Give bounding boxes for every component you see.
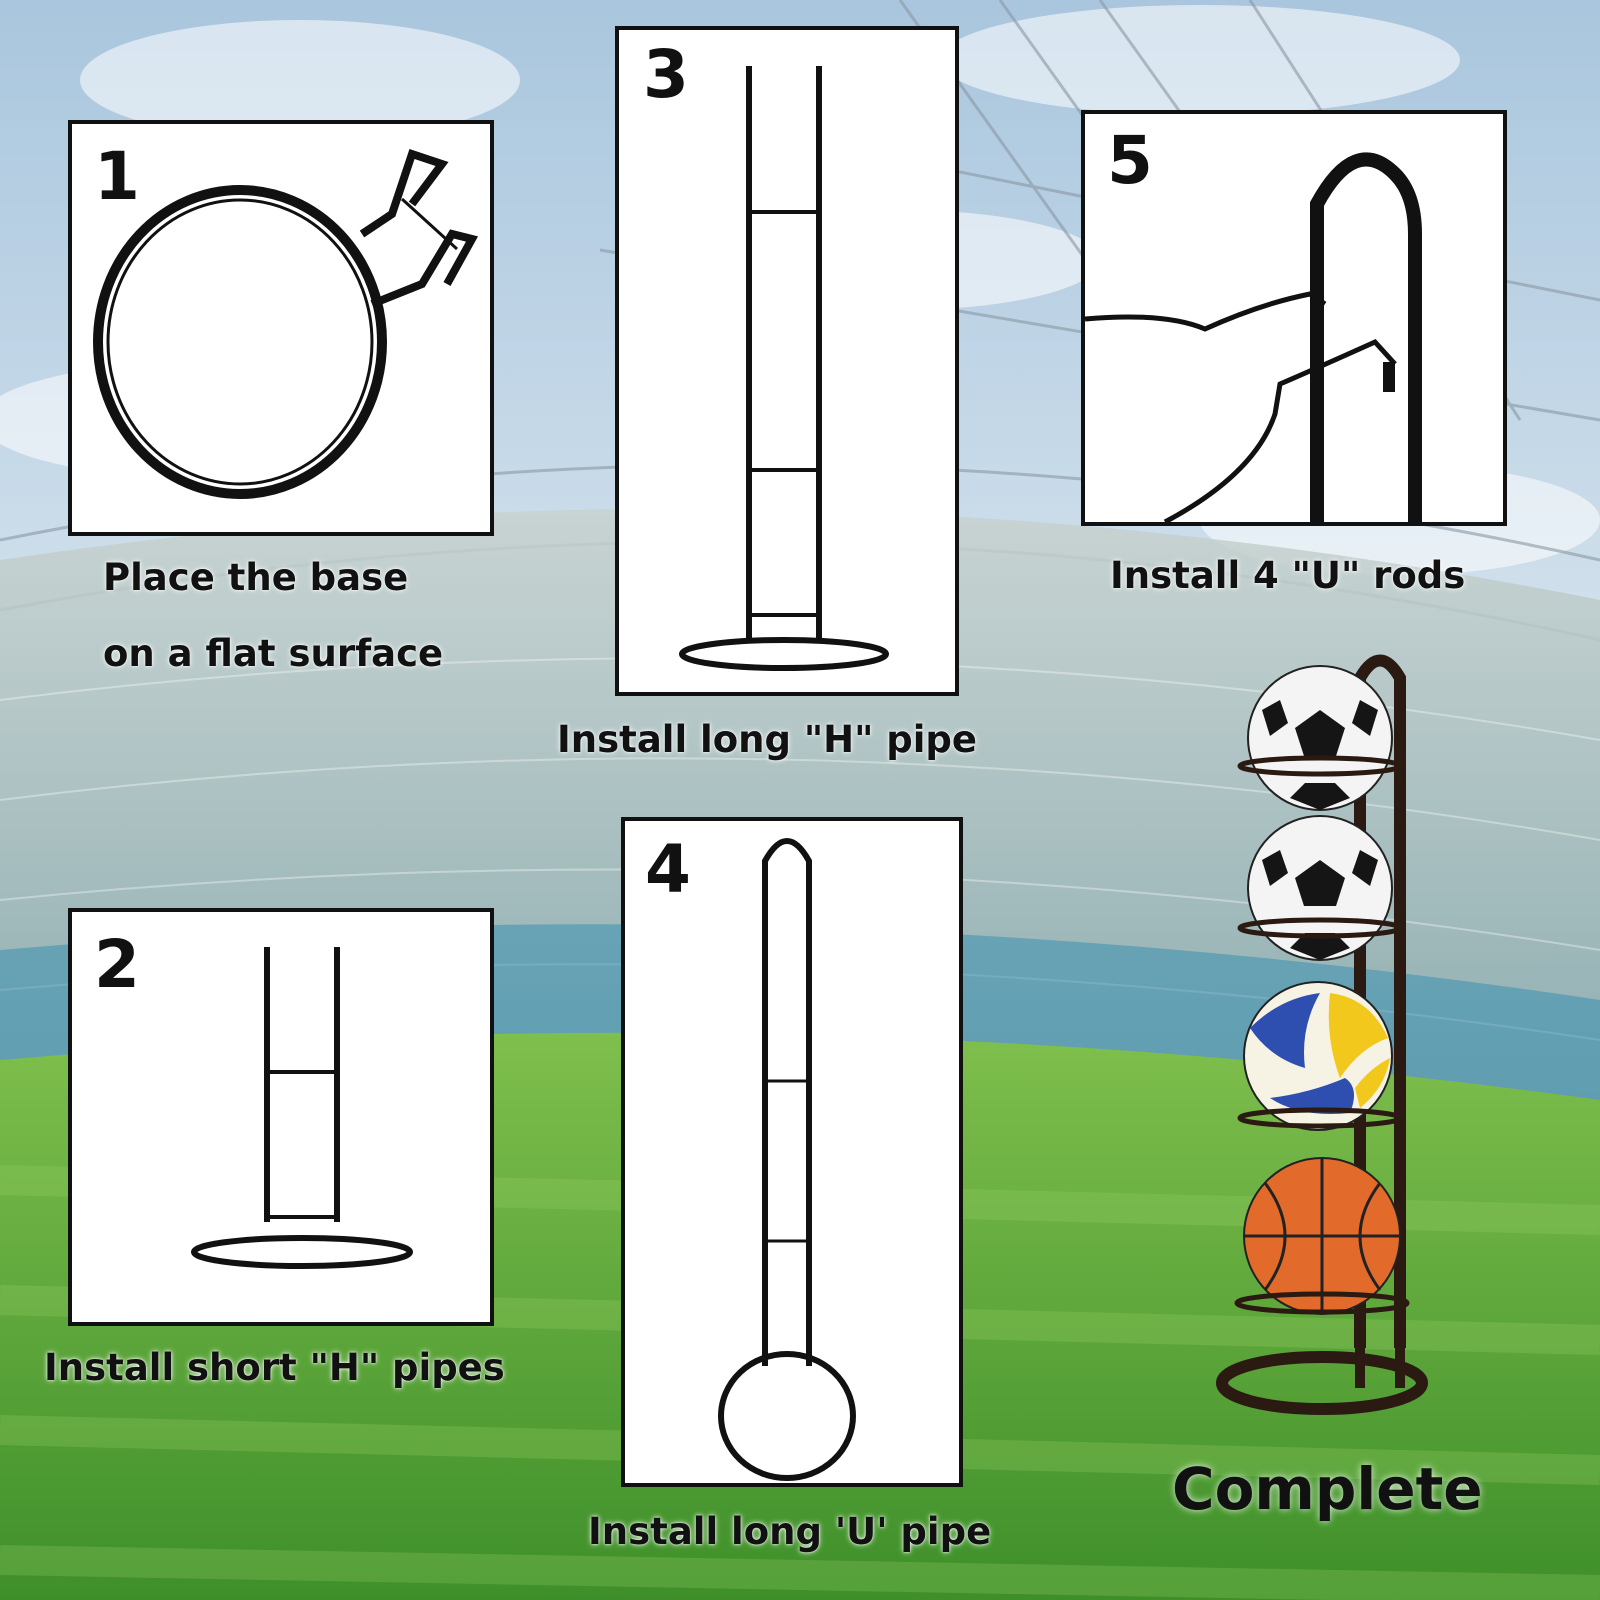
step-5-number: 5 [1107, 122, 1153, 199]
step-1-number: 1 [94, 138, 140, 215]
basketball [1243, 1157, 1401, 1315]
step-2-number: 2 [94, 926, 140, 1003]
step-2-panel: 2 [68, 908, 494, 1326]
step-5-caption: Install 4 "U" rods [1110, 554, 1466, 597]
long-u-pipe-illustration [718, 838, 856, 1481]
step-4-number: 4 [645, 831, 691, 908]
volleyball [1243, 981, 1393, 1131]
step-1-caption-line2: on a flat surface [103, 632, 444, 675]
u-rods-illustration [1085, 152, 1422, 522]
base-ring-illustration [93, 148, 479, 499]
long-h-pipe-illustration [679, 66, 889, 671]
step-4-caption: Install long 'U' pipe [588, 1510, 992, 1553]
soccer-ball-2 [1247, 815, 1393, 961]
step-5-panel: 5 [1081, 110, 1507, 526]
step-3-panel: 3 [615, 26, 959, 696]
step-1-caption-line1: Place the base [103, 556, 409, 599]
complete-label: Complete [1172, 1455, 1483, 1523]
soccer-ball-1 [1247, 665, 1393, 811]
step-1-panel: 1 [68, 120, 494, 536]
complete-rack-illustration [1216, 654, 1428, 1415]
short-h-pipes-illustration [191, 947, 413, 1269]
step-2-caption: Install short "H" pipes [44, 1346, 505, 1389]
step-3-caption: Install long "H" pipe [557, 718, 977, 761]
step-4-panel: 4 [621, 817, 963, 1487]
step-3-number: 3 [643, 36, 689, 113]
